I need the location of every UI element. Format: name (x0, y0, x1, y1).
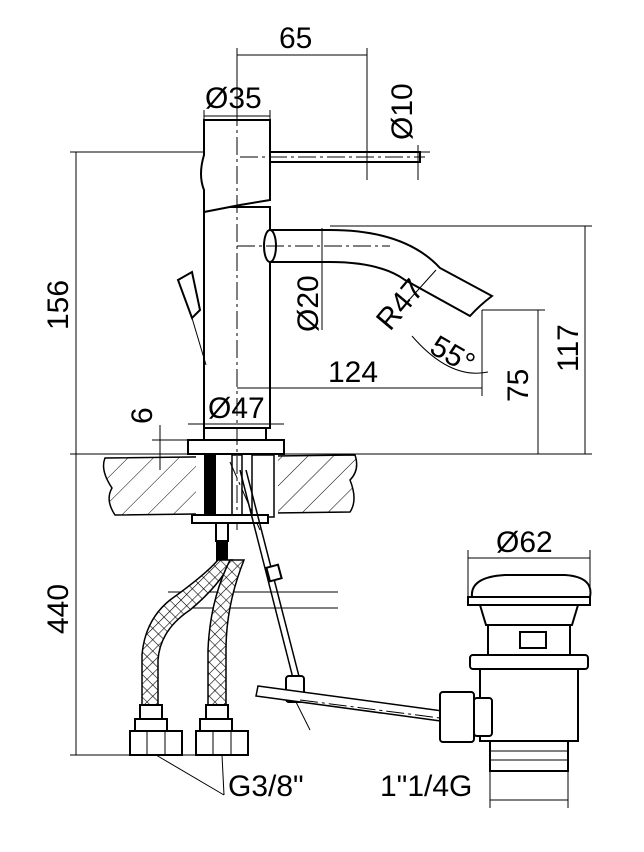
countertop-section (102, 454, 358, 518)
dim-handle-diameter: Ø10 (386, 83, 419, 140)
dimension-labels: 65 Ø35 Ø10 156 Ø20 R47 55° 124 75 117 6 … (42, 22, 585, 803)
dim-spout-height: 117 (552, 324, 585, 372)
flexible-hoses (129, 559, 249, 756)
popup-linkage (239, 469, 451, 731)
dim-lever-diameter: Ø35 (205, 82, 262, 115)
dim-base-thickness: 6 (126, 407, 159, 424)
waste-drain (439, 574, 592, 772)
dim-hose-connection: G3/8" (228, 770, 304, 803)
dim-waste-connection: 1"1/4G (380, 770, 472, 803)
dim-65: 65 (279, 22, 312, 55)
dimension-lines (70, 48, 592, 808)
dim-spout-reach: 124 (328, 356, 378, 389)
dim-base-diameter: Ø47 (208, 392, 265, 425)
dim-outlet-height: 75 (502, 369, 535, 402)
dim-spout-diameter: Ø20 (292, 275, 325, 332)
dim-hose-length: 440 (42, 584, 75, 634)
dim-waste-diameter: Ø62 (496, 526, 553, 559)
dim-total-height: 156 (42, 280, 75, 330)
